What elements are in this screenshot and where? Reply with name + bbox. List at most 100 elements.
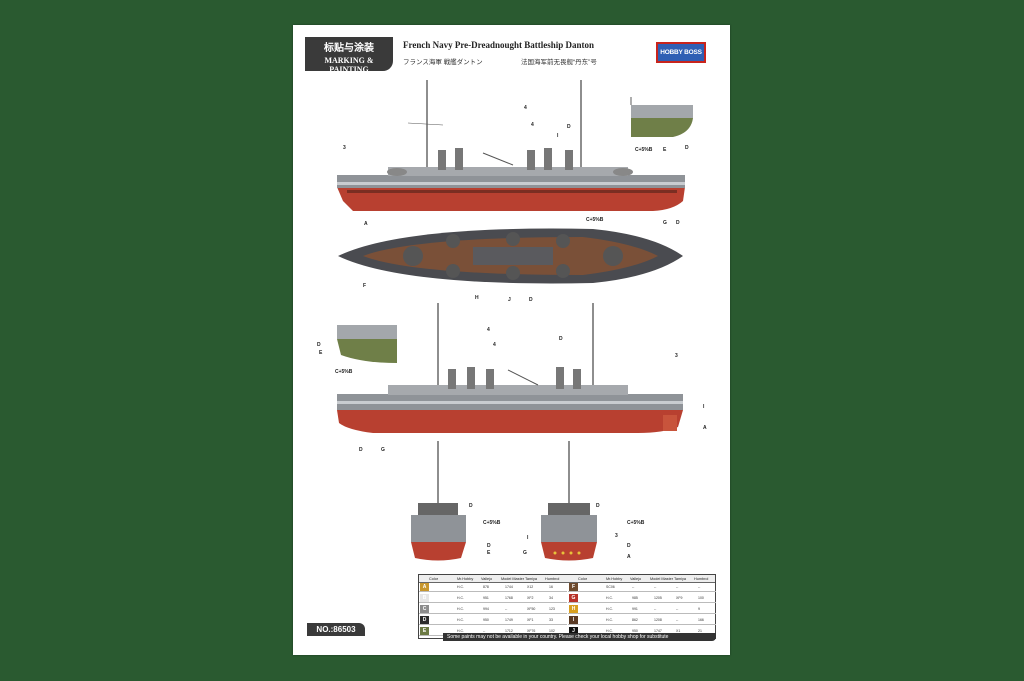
label-h: H <box>475 295 479 301</box>
color-cell-mm: -- <box>654 606 657 611</box>
color-swatch: H <box>569 605 578 613</box>
color-cell-hobby: H.C. <box>606 606 613 611</box>
label-4: 4 <box>524 105 527 111</box>
detail-stern-mid <box>337 325 397 363</box>
label-e2: E <box>319 350 323 356</box>
label-g: G <box>663 220 667 226</box>
detail-bow-top <box>630 97 693 137</box>
color-cell-tamiya: XF50 <box>527 606 536 611</box>
color-swatch: C <box>420 605 429 613</box>
label-cplus5: C+5%B <box>627 520 645 526</box>
color-cell-mm: 1744 <box>505 584 513 589</box>
th-vallejo: Vallejo <box>481 577 493 581</box>
side-profile-top <box>337 80 685 211</box>
label-a: A <box>364 221 368 227</box>
color-cell-vallejo: 985 <box>632 595 638 600</box>
section-heading-en: MARKING & PAINTING <box>324 56 374 74</box>
label-a2: A <box>703 425 707 431</box>
section-header: 标贴与涂装 MARKING & PAINTING <box>305 37 393 74</box>
stern-view <box>541 441 597 561</box>
label-d9: D <box>487 543 491 549</box>
label-d10: D <box>596 503 600 509</box>
color-cell-mm: 1747 <box>654 628 662 633</box>
color-table: Color Mr.Hobby Vallejo Model Master Tami… <box>418 574 716 639</box>
color-cell-humbrol: 123 <box>549 606 555 611</box>
color-table-header-right: Color Mr.Hobby Vallejo Model Master Tami… <box>568 575 715 583</box>
label-3: 3 <box>343 145 346 151</box>
color-row-g: G H.C. 985 1205 XF9 100 <box>568 594 716 603</box>
label-d8: D <box>469 503 473 509</box>
label-i2: I <box>703 404 705 410</box>
section-heading-cn: 标贴与涂装 <box>324 43 374 54</box>
color-swatch: J <box>569 627 578 635</box>
color-cell-hobby: H.C. <box>457 595 464 600</box>
deck-plan <box>338 228 683 284</box>
color-cell-hobby: H.C. <box>457 628 464 633</box>
model-title-cn: 法国海军前无畏舰“丹东”号 <box>521 59 597 66</box>
color-swatch: D <box>420 616 429 624</box>
color-cell-tamiya: XF76 <box>527 628 536 633</box>
label-cplus3: C+5%B <box>335 369 353 375</box>
color-cell-mm: 1208 <box>654 617 662 622</box>
color-cell-hobby: H.C. <box>606 617 613 622</box>
label-4b: 4 <box>531 122 534 128</box>
color-cell-humbrol: 9 <box>698 606 700 611</box>
color-cell-hobby: SC06 <box>606 584 615 589</box>
label-g2: G <box>381 447 385 453</box>
label-g3: G <box>523 550 527 556</box>
color-table-header-left: Color Mr.Hobby Vallejo Model Master Tami… <box>419 575 568 583</box>
color-cell-vallejo: -- <box>483 628 486 633</box>
color-cell-tamiya: XF1 <box>527 617 534 622</box>
th-mrhobby-r: Mr.Hobby <box>606 577 623 581</box>
color-cell-tamiya: XF2 <box>527 595 534 600</box>
label-cplus: C+5%B <box>635 147 653 153</box>
label-3b: 3 <box>675 353 678 359</box>
label-e3: E <box>487 550 491 556</box>
paint-footnote: Some paints may not be available in your… <box>443 633 716 641</box>
color-cell-humbrol: 33 <box>549 617 553 622</box>
bow-view <box>411 441 466 561</box>
color-cell-tamiya: -- <box>676 606 679 611</box>
color-swatch: B <box>420 594 429 602</box>
color-cell-tamiya: -- <box>676 617 679 622</box>
th-vallejo-r: Vallejo <box>630 577 642 581</box>
label-d7: D <box>359 447 363 453</box>
color-cell-tamiya: XF9 <box>676 595 683 600</box>
th-humbrol-r: Humbrol <box>694 577 709 581</box>
color-cell-mm: 1768 <box>505 595 513 600</box>
label-d5: D <box>317 342 321 348</box>
instruction-sheet: 标贴与涂装 MARKING & PAINTING French Navy Pre… <box>293 25 730 655</box>
label-d6: D <box>559 336 563 342</box>
th-tamiya-r: Tamiya <box>674 577 687 581</box>
color-swatch: A <box>420 583 429 591</box>
label-j: J <box>508 297 511 303</box>
color-cell-mm: 1205 <box>654 595 662 600</box>
color-cell-vallejo: 994 <box>483 606 489 611</box>
color-cell-humbrol: 100 <box>698 595 704 600</box>
model-title: French Navy Pre-Dreadnought Battleship D… <box>403 40 595 50</box>
color-cell-mm: 1749 <box>505 617 513 622</box>
color-cell-hobby: H.C. <box>606 595 613 600</box>
color-cell-vallejo: 951 <box>483 595 489 600</box>
th-humbrol: Humbrol <box>545 577 560 581</box>
color-cell-vallejo: 878 <box>483 584 489 589</box>
color-cell-hobby: H.C. <box>457 584 464 589</box>
label-f: F <box>363 283 367 289</box>
th-tamiya: Tamiya <box>525 577 538 581</box>
color-cell-vallejo: 950 <box>483 617 489 622</box>
color-cell-hobby: H.C. <box>457 617 464 622</box>
color-cell-vallejo: 950 <box>632 628 638 633</box>
label-d11: D <box>627 543 631 549</box>
label-i: I <box>557 133 559 139</box>
color-cell-humbrol: 16 <box>549 584 553 589</box>
color-cell-vallejo: 991 <box>632 606 638 611</box>
color-swatch: G <box>569 594 578 602</box>
label-d2: D <box>685 145 689 151</box>
color-cell-humbrol: 102 <box>549 628 555 633</box>
color-cell-humbrol: 21 <box>698 628 702 633</box>
color-cell-hobby: H.C. <box>606 628 613 633</box>
